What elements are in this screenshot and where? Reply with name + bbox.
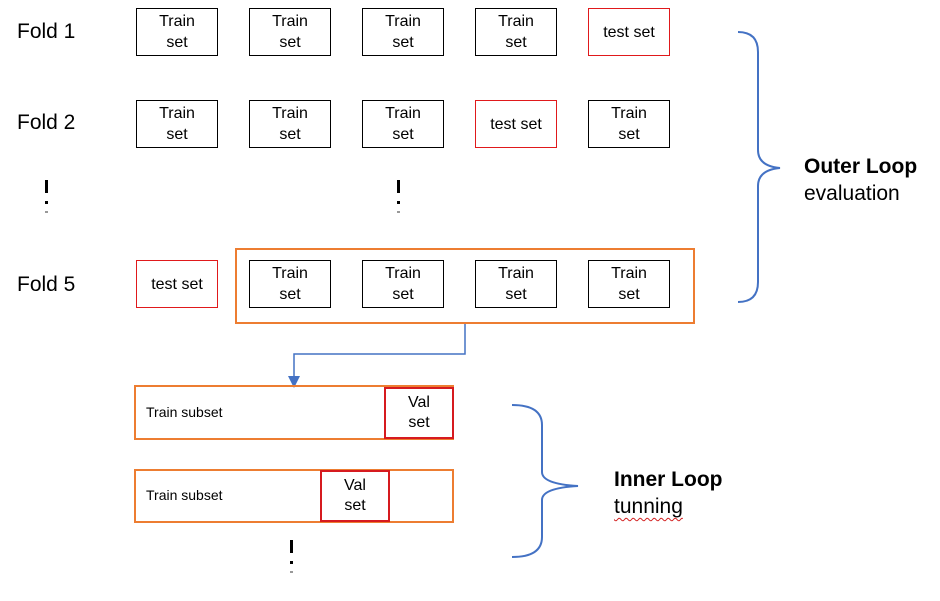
cell-text: Train [385, 105, 421, 122]
cell-text: Train [272, 13, 308, 30]
val-text: set [344, 497, 366, 514]
fold-2-label: Fold 2 [17, 111, 76, 134]
cell-text: Train [272, 105, 308, 122]
cell-text: set [166, 126, 188, 143]
cell-text: test set [603, 23, 655, 41]
inner-row-2 [134, 469, 454, 523]
fold-5-cell-3: Train set [362, 260, 444, 308]
inner-loop-brace [511, 404, 579, 558]
cell-text: set [505, 286, 527, 303]
inner-row-2-val-set: Val set [320, 470, 390, 522]
outer-loop-brace [737, 31, 781, 303]
cell-text: set [279, 126, 301, 143]
val-text: Val [344, 477, 366, 494]
inner-row-1-subset-label: Train subset [146, 404, 223, 420]
outer-loop-subtitle: evaluation [804, 182, 900, 205]
fold-1-test-set: test set [588, 8, 670, 56]
cell-text: Train [385, 265, 421, 282]
outer-loop-title: Outer Loop [804, 155, 918, 178]
cell-text: test set [151, 275, 203, 293]
ellipsis-inner [289, 540, 293, 573]
inner-loop-subtitle: tunning [614, 494, 683, 520]
cell-text: set [279, 286, 301, 303]
fold-5-cell-5: Train set [588, 260, 670, 308]
fold-5-label: Fold 5 [17, 273, 76, 296]
cell-text: Train [611, 105, 647, 122]
fold-1-cell-1: Train set [136, 8, 218, 56]
inner-row-2-subset-label: Train subset [146, 487, 223, 503]
cell-text: Train [498, 265, 534, 282]
cell-text: Train [159, 13, 195, 30]
cell-text: Train [385, 13, 421, 30]
inner-loop-subtitle-text: tunning [614, 495, 683, 518]
cell-text: set [618, 126, 640, 143]
val-text: set [408, 414, 430, 431]
cell-text: set [279, 34, 301, 51]
cell-text: Train [272, 265, 308, 282]
cell-text: Train [611, 265, 647, 282]
fold-2-cell-1: Train set [136, 100, 218, 148]
cell-text: Train [159, 105, 195, 122]
val-text: Val [408, 394, 430, 411]
inner-loop-title: Inner Loop [614, 468, 723, 491]
fold-2-cell-3: Train set [362, 100, 444, 148]
ellipsis-left [44, 180, 48, 213]
fold-5-cell-4: Train set [475, 260, 557, 308]
arrow-to-inner-loop [288, 324, 466, 388]
fold-5-test-set: test set [136, 260, 218, 308]
fold-5-train-highlight [235, 248, 695, 324]
cell-text: set [392, 34, 414, 51]
cell-text: set [392, 126, 414, 143]
cell-text: test set [490, 115, 542, 133]
cell-text: set [166, 34, 188, 51]
ellipsis-middle [396, 180, 400, 213]
fold-2-cell-2: Train set [249, 100, 331, 148]
fold-1-label: Fold 1 [17, 20, 76, 43]
cell-text: Train [498, 13, 534, 30]
fold-1-cell-3: Train set [362, 8, 444, 56]
fold-1-cell-2: Train set [249, 8, 331, 56]
inner-row-1-val-set: Val set [384, 387, 454, 439]
cell-text: set [505, 34, 527, 51]
fold-1-cell-4: Train set [475, 8, 557, 56]
fold-2-test-set: test set [475, 100, 557, 148]
fold-2-cell-5: Train set [588, 100, 670, 148]
cell-text: set [618, 286, 640, 303]
cell-text: set [392, 286, 414, 303]
fold-5-cell-2: Train set [249, 260, 331, 308]
